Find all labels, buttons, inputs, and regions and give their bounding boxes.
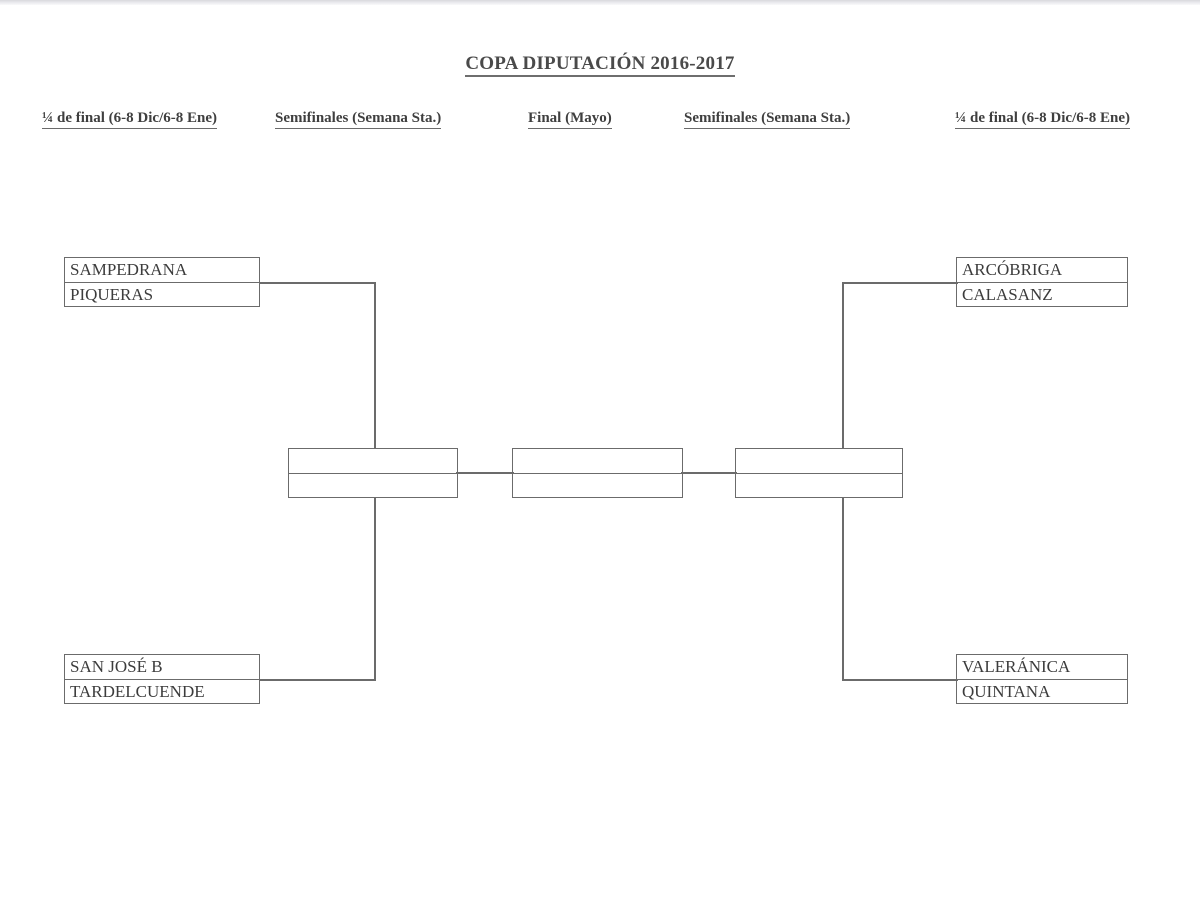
- match-box-semifinal-right[interactable]: [735, 448, 903, 498]
- connector-qf-top-right-vertical: [842, 282, 844, 449]
- match-box-semifinal-left[interactable]: [288, 448, 458, 498]
- match-box-final[interactable]: [512, 448, 683, 498]
- team-slot[interactable]: TARDELCUENDE: [70, 682, 205, 701]
- team-slot[interactable]: CALASANZ: [962, 285, 1053, 304]
- team-slot[interactable]: [736, 474, 902, 499]
- connector-qf-top-right-horizontal: [842, 282, 958, 284]
- connector-qf-top-left-vertical: [374, 282, 376, 449]
- page-title: COPA DIPUTACIÓN 2016-2017: [0, 53, 1200, 77]
- team-slot[interactable]: [736, 449, 902, 474]
- round-header-final: Final (Mayo): [528, 110, 612, 129]
- match-box-qf-bottom-left[interactable]: SAN JOSÉ B TARDELCUENDE: [64, 654, 260, 704]
- round-header-quarterfinal-left: ¼ de final (6-8 Dic/6-8 Ene): [42, 110, 217, 129]
- connector-qf-bottom-right-horizontal: [842, 679, 958, 681]
- round-header-quarterfinal-right: ¼ de final (6-8 Dic/6-8 Ene): [955, 110, 1130, 129]
- match-box-qf-top-left[interactable]: SAMPEDRANA PIQUERAS: [64, 257, 260, 307]
- round-header-semifinal-right: Semifinales (Semana Sta.): [684, 110, 851, 129]
- page-top-edge: [0, 0, 1200, 5]
- team-slot[interactable]: [289, 449, 457, 474]
- connector-qf-bottom-left-vertical: [374, 497, 376, 680]
- team-slot[interactable]: VALERÁNICA: [957, 655, 1127, 680]
- match-box-qf-top-right[interactable]: ARCÓBRIGA CALASANZ: [956, 257, 1128, 307]
- match-box-qf-bottom-right[interactable]: VALERÁNICA QUINTANA: [956, 654, 1128, 704]
- team-slot[interactable]: [513, 474, 682, 499]
- team-slot[interactable]: SAMPEDRANA: [65, 258, 259, 283]
- team-slot[interactable]: QUINTANA: [962, 682, 1051, 701]
- team-slot[interactable]: [513, 449, 682, 474]
- connector-qf-bottom-right-vertical: [842, 497, 844, 680]
- connector-semifinal-left-to-final: [456, 472, 514, 474]
- team-slot[interactable]: ARCÓBRIGA: [957, 258, 1127, 283]
- team-slot[interactable]: [289, 474, 457, 499]
- connector-qf-top-left-horizontal: [260, 282, 376, 284]
- round-header-semifinal-left: Semifinales (Semana Sta.): [275, 110, 442, 129]
- page-title-text: COPA DIPUTACIÓN 2016-2017: [465, 53, 735, 77]
- team-slot[interactable]: SAN JOSÉ B: [65, 655, 259, 680]
- connector-final-to-semifinal-right: [681, 472, 737, 474]
- connector-qf-bottom-left-horizontal: [260, 679, 376, 681]
- team-slot[interactable]: PIQUERAS: [70, 285, 154, 304]
